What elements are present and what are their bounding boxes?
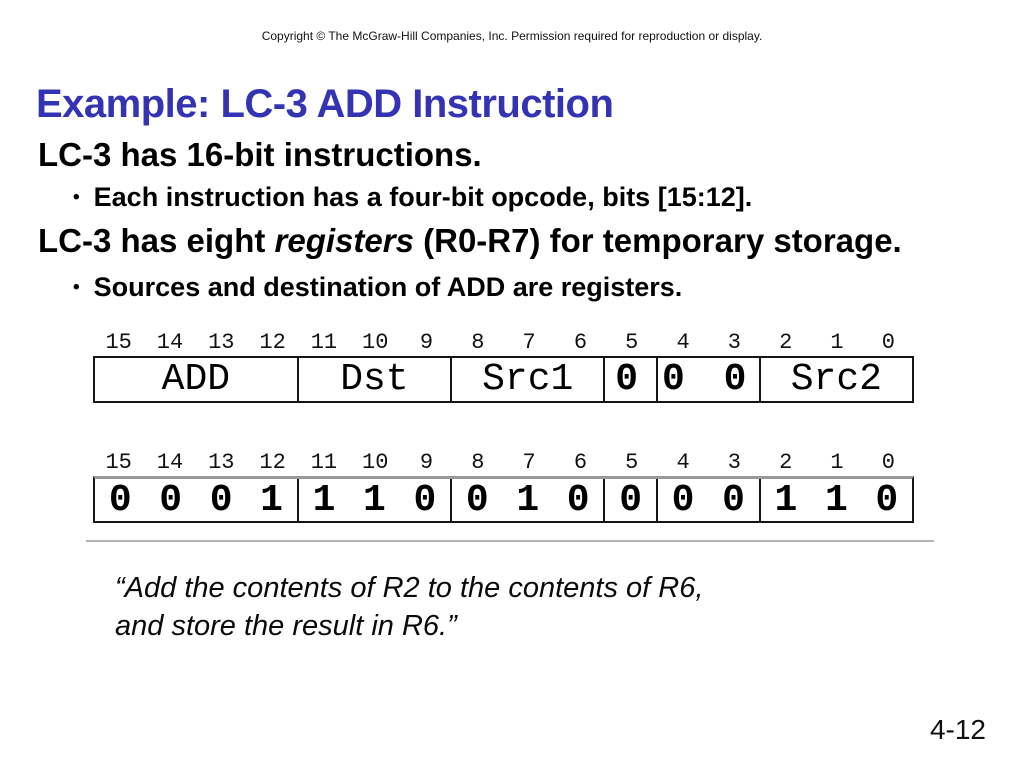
bit-label: 10: [362, 330, 389, 355]
bit-label: 3: [727, 450, 741, 475]
bit-label: 0: [881, 330, 895, 355]
bullet-icon: •: [73, 186, 80, 208]
bit-label: 13: [208, 330, 235, 355]
bullet-sources-text: Sources and destination of ADD are regis…: [93, 272, 683, 302]
bit-label: 5: [625, 450, 639, 475]
heading-registers-pre: LC-3 has eight: [38, 222, 275, 259]
field-dst: Dst: [299, 358, 453, 401]
bit-label: 3: [727, 330, 741, 355]
bit-label: 8: [471, 450, 485, 475]
heading-registers: LC-3 has eight registers (R0-R7) for tem…: [38, 221, 902, 261]
bit-label: 4: [676, 450, 690, 475]
bit-label: 5: [625, 330, 639, 355]
bit-value: 0: [465, 478, 489, 522]
bit-label: 11: [310, 450, 338, 475]
bit-label: 1: [830, 330, 844, 355]
bit-value: 0: [671, 478, 695, 522]
bullet-opcode: • Each instruction has a four-bit opcode…: [73, 182, 752, 213]
heading-registers-italic: registers: [274, 222, 414, 259]
bit-value: 0: [209, 478, 233, 522]
bit-label: 6: [573, 450, 588, 475]
bit-label: 7: [522, 450, 536, 475]
bit-value: 0: [605, 479, 658, 522]
divider: [86, 540, 934, 542]
instruction-format-diagram: 15 14 13 12 11 10 9 8 7 6 5 4 3 2 1 0 AD…: [93, 332, 914, 403]
bit-value: 1: [774, 478, 798, 522]
heading-instructions: LC-3 has 16-bit instructions.: [38, 136, 482, 173]
bit-value: 1: [363, 478, 386, 522]
bit-value: 1: [312, 478, 336, 522]
field-src1: Src1: [452, 358, 606, 401]
bit-label: 14: [156, 450, 184, 475]
bit-label: 7: [522, 330, 536, 355]
format-field-row: ADD Dst Src1 0 0 0 Src2: [93, 356, 914, 403]
bit-label: 2: [779, 450, 793, 475]
bit-label: 12: [259, 330, 286, 355]
heading-registers-post: (R0-R7) for temporary storage.: [413, 222, 902, 259]
bit-label: 9: [419, 330, 434, 355]
encoding-bits-row: 0 0 0 1 1 1 0 0 1 0 0 0 0 1 1 0: [93, 476, 914, 523]
field-src2: Src2: [790, 358, 882, 401]
page-title: Example: LC-3 ADD Instruction: [36, 82, 614, 126]
bit-label: 10: [362, 450, 389, 475]
bit-value: 0: [108, 478, 132, 522]
page-number: 4-12: [929, 714, 986, 745]
field-opcode: ADD: [95, 358, 299, 401]
bit-label: 4: [676, 330, 690, 355]
bit-label: 6: [573, 330, 588, 355]
field-unused-bits: 0 0: [658, 358, 761, 401]
bit-value: 0: [553, 479, 606, 522]
bit-label: 1: [830, 450, 844, 475]
bit-label: 11: [310, 330, 338, 355]
field-mode-bit: 0: [605, 358, 658, 401]
bit-label: 15: [105, 330, 132, 355]
format-bit-labels-row: 15 14 13 12 11 10 9 8 7 6 5 4 3 2 1 0: [93, 332, 914, 354]
encoding-bit-labels-row: 15 14 13 12 11 10 9 8 7 6 5 4 3 2 1 0: [93, 452, 914, 474]
bit-label: 2: [779, 330, 793, 355]
bit-label: 15: [105, 450, 132, 475]
quote-text: “Add the contents of R2 to the contents …: [115, 569, 703, 645]
bit-label: 0: [881, 450, 895, 475]
bit-label: 14: [156, 330, 184, 355]
quote-line-1: “Add the contents of R2 to the contents …: [115, 572, 704, 604]
bit-label: 8: [471, 330, 485, 355]
bit-value: 0: [159, 478, 183, 522]
bit-value: 1: [516, 478, 540, 522]
bullet-opcode-text: Each instruction has a four-bit opcode, …: [93, 182, 753, 212]
copyright-text: Copyright © The McGraw-Hill Companies, I…: [261, 29, 763, 43]
bit-label: 13: [208, 450, 235, 475]
bit-value: 0: [400, 479, 453, 522]
bit-label: 12: [259, 450, 286, 475]
bullet-sources: • Sources and destination of ADD are reg…: [73, 272, 682, 303]
instruction-encoding-diagram: 15 14 13 12 11 10 9 8 7 6 5 4 3 2 1 0 0 …: [93, 452, 914, 523]
bullet-icon: •: [73, 276, 80, 298]
bit-value: 0: [875, 478, 899, 522]
bit-label: 9: [419, 450, 434, 475]
bit-value: 0: [708, 479, 761, 522]
quote-line-2: and store the result in R6.”: [115, 610, 457, 642]
bit-value: 1: [824, 478, 848, 522]
bit-value: 1: [246, 479, 299, 522]
